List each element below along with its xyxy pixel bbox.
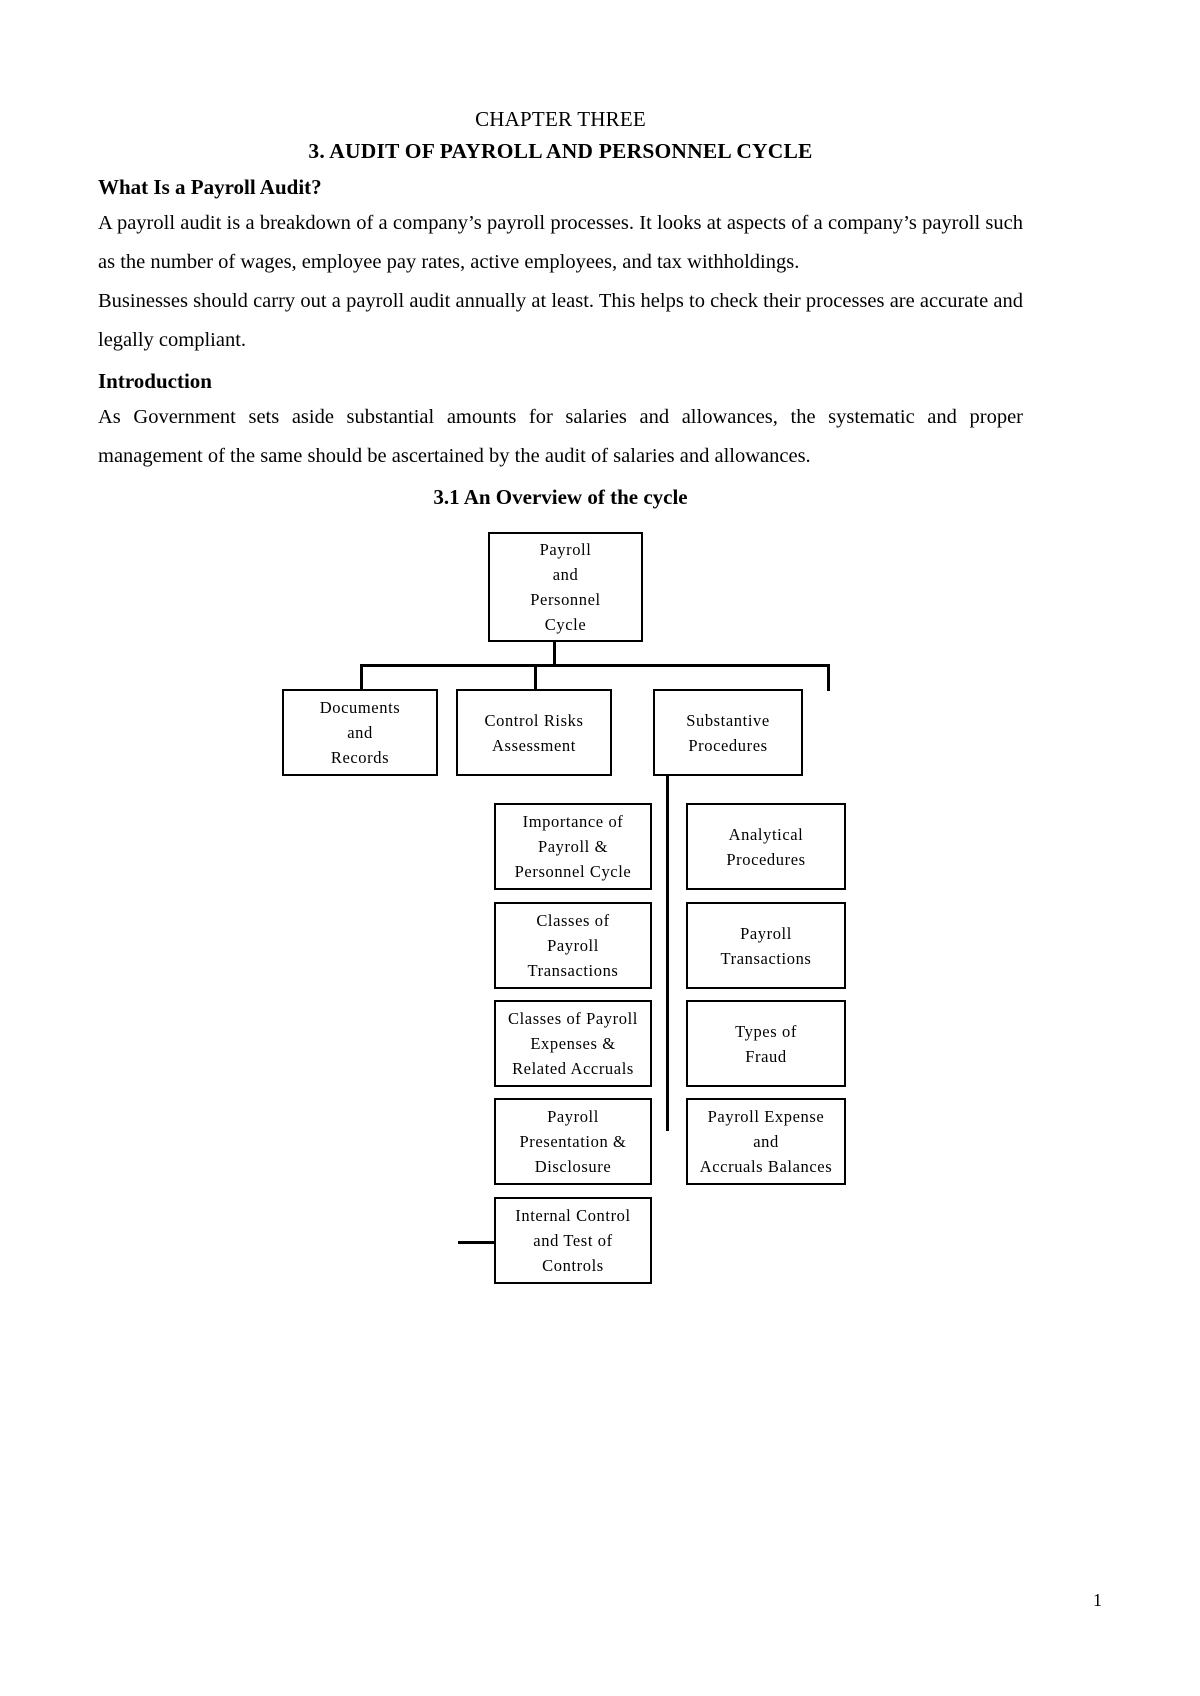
node-line: Records [330, 748, 390, 767]
node-line: Cycle [544, 615, 587, 634]
node-line: Procedures [688, 735, 768, 755]
node-line: Documents [319, 698, 401, 717]
paragraph-what-is-1: A payroll audit is a breakdown of a comp… [98, 212, 1023, 273]
heading-introduction: Introduction [98, 369, 212, 393]
node-line: Personnel [530, 590, 601, 609]
node-line: Internal Control [515, 1206, 631, 1225]
node-line: Procedures [726, 849, 806, 869]
node-line: Controls [542, 1256, 604, 1275]
node-line: Disclosure [534, 1157, 612, 1176]
node-line: Classes of Payroll [508, 1009, 638, 1028]
paragraph-introduction-1: As Government sets aside substantial amo… [98, 406, 1023, 467]
node-line: Classes of [536, 911, 610, 930]
node-line: and Test of [533, 1231, 613, 1250]
connector-drop-documents [360, 664, 363, 691]
connector-internal-control-stub [458, 1241, 494, 1244]
node-line: Types of [735, 1021, 797, 1041]
connector-drop-substantive [827, 664, 830, 691]
connector-horizontal-bus [360, 664, 830, 667]
diagram-node-types-of-fraud: Types of Fraud [686, 1000, 846, 1087]
node-line: Payroll Expense [707, 1107, 825, 1126]
node-line: and [552, 565, 579, 584]
node-line: Accruals Balances [699, 1157, 833, 1176]
chapter-label: CHAPTER THREE [475, 107, 646, 131]
chapter-title: 3. AUDIT OF PAYROLL AND PERSONNEL CYCLE [308, 139, 813, 163]
node-line: Transactions [720, 948, 812, 968]
node-line: Importance of [522, 812, 624, 831]
diagram-node-documents-and-records: Documents and Records [282, 689, 438, 776]
diagram-node-importance-of-payroll-personnel-cycle: Importance of Payroll & Personnel Cycle [494, 803, 652, 890]
page-content: CHAPTER THREE 3. AUDIT OF PAYROLL AND PE… [98, 104, 1023, 1308]
node-line: Substantive [686, 710, 770, 730]
diagram-node-root: Payroll and Personnel Cycle [488, 532, 643, 642]
connector-root-stem [553, 642, 556, 666]
node-line: Payroll [547, 1107, 599, 1126]
node-line: Payroll [547, 936, 599, 955]
node-line: Payroll [539, 540, 592, 559]
node-line: Expenses & [530, 1034, 616, 1053]
diagram-node-classes-of-payroll-expenses-related-accruals: Classes of Payroll Expenses & Related Ac… [494, 1000, 652, 1087]
connector-substantive-spine [666, 776, 669, 1131]
node-line: Analytical [728, 824, 804, 844]
node-line: Presentation & [519, 1132, 627, 1151]
node-line: Related Accruals [512, 1059, 634, 1078]
diagram-node-payroll-expense-and-accruals-balances: Payroll Expense and Accruals Balances [686, 1098, 846, 1185]
node-line: Assessment [492, 735, 576, 755]
node-line: Transactions [527, 961, 619, 980]
node-line: Fraud [745, 1046, 787, 1066]
heading-overview-of-the-cycle: 3.1 An Overview of the cycle [433, 485, 688, 509]
node-line: Control Risks [484, 710, 584, 730]
diagram-node-analytical-procedures: Analytical Procedures [686, 803, 846, 890]
paragraph-what-is-2: Businesses should carry out a payroll au… [98, 290, 1023, 351]
heading-what-is-a-payroll-audit: What Is a Payroll Audit? [98, 175, 322, 199]
diagram-node-payroll-presentation-disclosure: Payroll Presentation & Disclosure [494, 1098, 652, 1185]
connector-drop-control-risks [534, 664, 537, 691]
node-line: and [347, 723, 373, 742]
page-number: 1 [1093, 1590, 1102, 1610]
node-line: Payroll [740, 923, 792, 943]
node-line: and [753, 1132, 779, 1151]
node-line: Personnel Cycle [514, 862, 632, 881]
diagram-node-payroll-transactions: Payroll Transactions [686, 902, 846, 989]
diagram-node-substantive-procedures: Substantive Procedures [653, 689, 803, 776]
diagram-node-internal-control-and-test-of-controls: Internal Control and Test of Controls [494, 1197, 652, 1284]
node-line: Payroll & [537, 837, 609, 856]
diagram-node-classes-of-payroll-transactions: Classes of Payroll Transactions [494, 902, 652, 989]
payroll-cycle-diagram: Payroll and Personnel Cycle Documents an… [98, 518, 1023, 1308]
diagram-node-control-risks-assessment: Control Risks Assessment [456, 689, 612, 776]
